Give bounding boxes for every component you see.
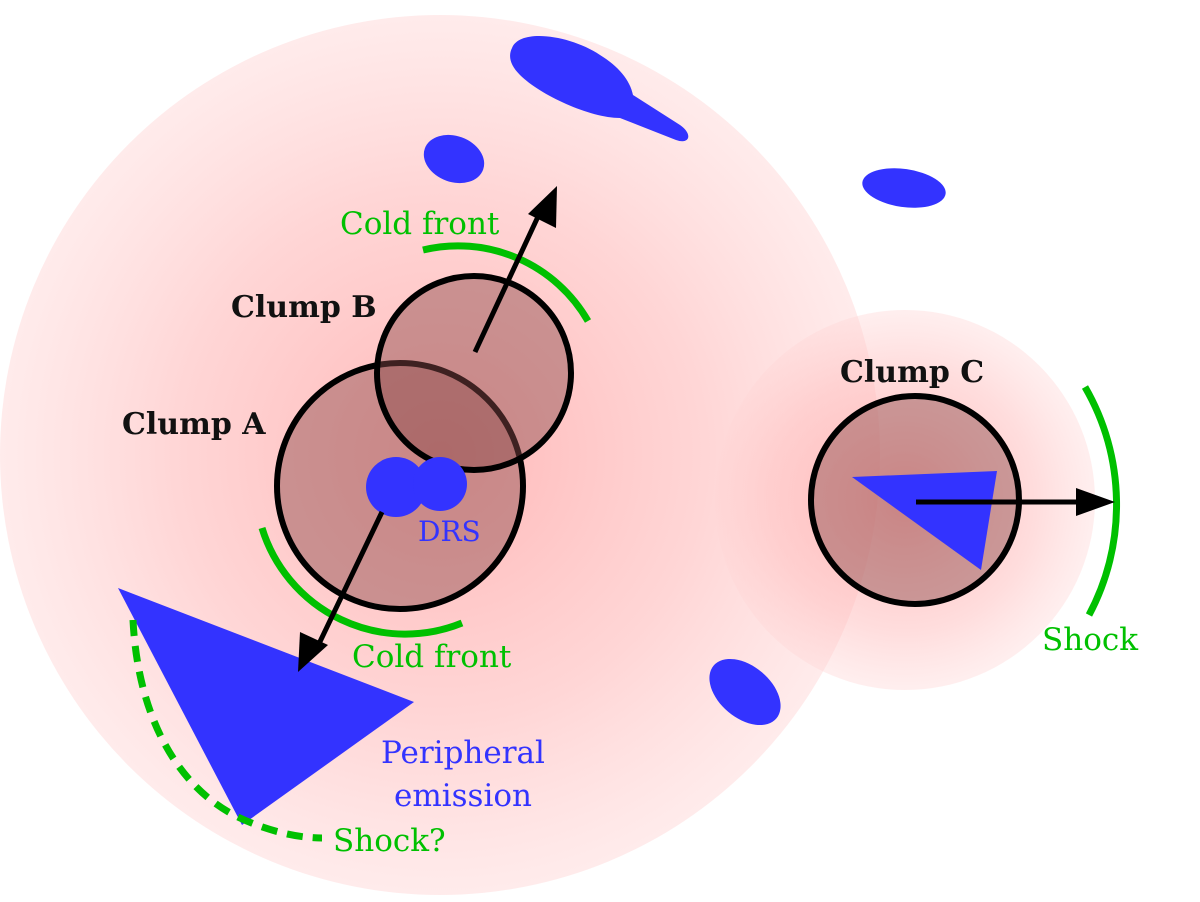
clump-b-motion-arrow-shaft (472, 206, 545, 354)
clump-b-label: Clump B (231, 290, 377, 325)
compact-radio-source-3 (709, 658, 781, 726)
clump-a-motion-arrow-shaft (313, 510, 385, 652)
peripheral-emission-label-line1: Peripheral (381, 735, 545, 771)
clump-a-label: Clump A (122, 407, 266, 442)
shock-question-arc (129, 619, 323, 842)
drs-label: DRS (418, 515, 481, 548)
compact-radio-source-2 (862, 168, 946, 208)
shock-label: Shock (1042, 622, 1138, 658)
clump-a-arrowhead-icon (298, 632, 328, 672)
cold-front-bottom-label: Cold front (352, 639, 512, 675)
drs-lobe-right (413, 457, 467, 511)
compact-radio-source-1 (423, 134, 485, 184)
tailed-radio-source (510, 36, 689, 142)
shock-question-label: Shock? (333, 823, 446, 859)
shock-arc (1081, 385, 1121, 617)
clump-b (374, 273, 574, 473)
cold-front-top-label: Cold front (340, 206, 500, 242)
clump-c-radio-emission (852, 471, 997, 570)
peripheral-emission-label-line2: emission (394, 778, 532, 814)
clump-b-arrowhead-icon (528, 186, 557, 228)
cold-front-bottom-arc (258, 526, 464, 638)
clump-c-label: Clump C (840, 355, 984, 390)
peripheral-emission (118, 588, 414, 825)
drs-lobe-left (366, 457, 426, 517)
clump-c-arrowhead-icon (1076, 488, 1115, 516)
